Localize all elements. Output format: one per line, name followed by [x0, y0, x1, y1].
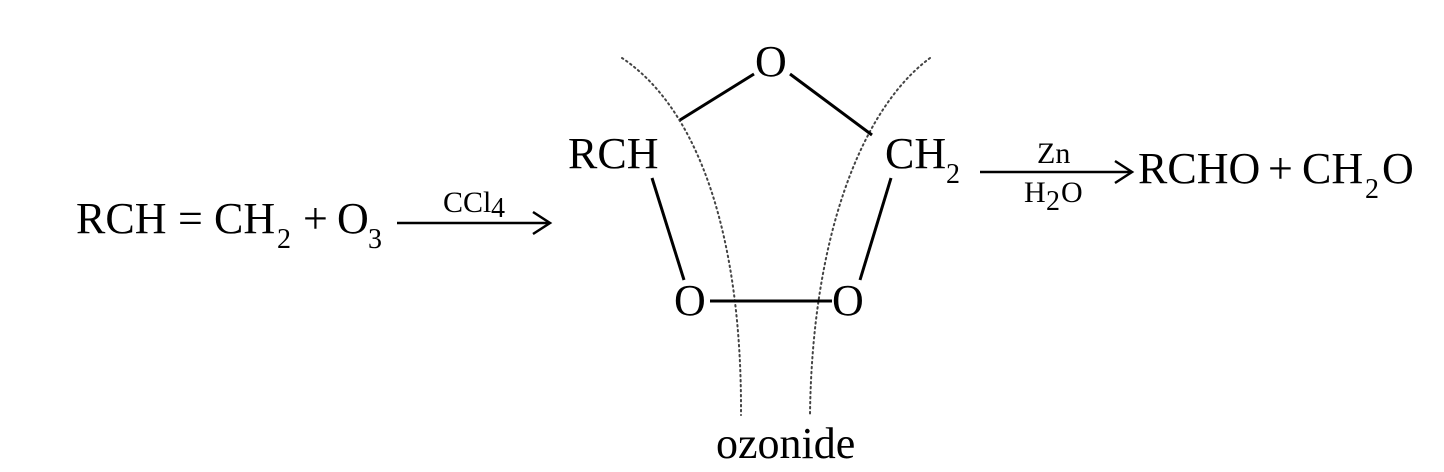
- bond-top-left: [679, 72, 755, 122]
- product-rcho: RCHO: [1138, 144, 1260, 193]
- reactant-plus-sign: +: [303, 194, 328, 243]
- arrow1-head-icon: [532, 210, 553, 236]
- reactant-ozone-o: O: [337, 194, 369, 243]
- product-ch2-subscript: 2: [1365, 174, 1379, 205]
- reactant-ch: CH: [214, 194, 275, 243]
- arrow2-reagent-bottom-h: H: [1024, 176, 1046, 209]
- reactant-rch: RCH: [76, 194, 166, 243]
- arrow1-reagent: CCl: [443, 186, 491, 219]
- bond-left-vertical: [650, 177, 686, 281]
- products-equation: RCHO + CH 2 O: [1138, 144, 1414, 205]
- cleavage-line-right: [809, 57, 931, 416]
- arrow2-reagent-bottom-subscript: 2: [1046, 186, 1060, 217]
- ozonide-label: ozonide: [716, 419, 855, 468]
- reaction-arrow-1: CCl 4: [397, 186, 553, 236]
- arrow2-reagent-bottom-o: O: [1061, 176, 1083, 209]
- cleavage-line-left: [621, 57, 743, 416]
- ozonide-right-ch: CH: [885, 129, 946, 178]
- ozonide-right-ch2-subscript: 2: [946, 159, 960, 190]
- product-plus-sign: +: [1268, 144, 1293, 193]
- reactant-ozone-subscript: 3: [368, 224, 382, 255]
- arrow1-reagent-subscript: 4: [491, 193, 505, 224]
- ozonide-top-oxygen: O: [755, 37, 787, 86]
- reactant-double-bond-sign: =: [178, 194, 203, 243]
- bond-right-vertical: [858, 177, 893, 281]
- arrow2-head-icon: [1114, 159, 1135, 185]
- ozonide-bottom-right-oxygen: O: [832, 276, 864, 325]
- product-ch: CH: [1302, 144, 1363, 193]
- bond-top-right: [789, 72, 873, 137]
- ozonide-bottom-left-oxygen: O: [674, 276, 706, 325]
- ozonide-structure: O RCH CH 2 O O ozonide: [568, 37, 960, 468]
- reactant-ch2-subscript: 2: [277, 224, 291, 255]
- arrow2-reagent-top: Zn: [1037, 137, 1070, 170]
- product-o: O: [1382, 144, 1414, 193]
- reactant-equation: RCH = CH 2 + O 3: [76, 194, 382, 255]
- reaction-arrow-2: Zn H 2 O: [980, 137, 1135, 217]
- ozonide-left-group: RCH: [568, 129, 658, 178]
